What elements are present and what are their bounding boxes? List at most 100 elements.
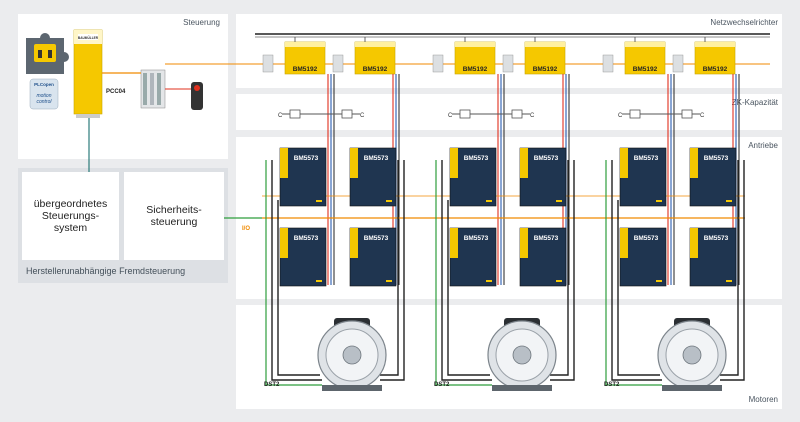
drive-bm5573: BM5573	[519, 147, 567, 207]
inverter-terminal	[432, 54, 444, 73]
inverter-label: BM5192	[363, 66, 388, 73]
drive-label: BM5573	[704, 155, 729, 162]
motor-cable	[720, 160, 745, 381]
drive-led	[556, 200, 562, 202]
inverter-body	[454, 41, 496, 75]
inverter-terminal	[672, 54, 684, 73]
inverter-label: BM5192	[463, 66, 488, 73]
antriebe-title: Antriebe	[748, 141, 778, 150]
inverter-top	[525, 42, 565, 47]
upper-control-line1: übergeordnetes	[33, 198, 108, 210]
drive-label: BM5573	[464, 235, 489, 242]
inverter-bm5192: BM5192	[672, 37, 736, 75]
motor-dst2: DST2	[264, 318, 387, 391]
motor-cable	[380, 160, 405, 381]
motor-cable	[277, 200, 320, 376]
safety-control-line2: steuerung	[150, 216, 198, 228]
drive-label: BM5573	[464, 155, 489, 162]
capacitor-symbol	[459, 109, 471, 119]
drive-yellow-strip	[450, 148, 458, 178]
motor-dst2: DST2	[604, 318, 727, 391]
drive-bm5573: BM5573	[689, 227, 737, 287]
drive-label: BM5573	[534, 235, 559, 242]
io-label: I/O	[242, 226, 250, 232]
motor-cable	[447, 200, 490, 376]
upper-control-line2: Steuerungs-	[41, 210, 100, 222]
drive-led	[656, 200, 662, 202]
motor-cable	[271, 160, 322, 381]
capacitor-symbol	[341, 109, 353, 119]
pcc04-controller: BAUMÜLLER PCC04	[73, 29, 126, 118]
netzwechselrichter-title: Netzwechselrichter	[710, 18, 778, 27]
inverter-label: BM5192	[293, 66, 318, 73]
drive-bm5573: BM5573	[279, 147, 327, 207]
drive-led	[486, 280, 492, 282]
drive-label: BM5573	[294, 235, 319, 242]
drive-bm5573: BM5573	[619, 147, 667, 207]
inverter-body	[624, 41, 666, 75]
motor-cable	[720, 160, 739, 376]
drive-yellow-strip	[280, 148, 288, 178]
safety-control-line1: Sicherheits-	[146, 204, 202, 216]
drive-led	[316, 200, 322, 202]
upper-control-box	[22, 172, 119, 260]
plcopen-badge: PLCopen motion control	[29, 78, 59, 110]
drive-bm5573: BM5573	[449, 227, 497, 287]
inverter-top	[455, 42, 495, 47]
inverter-bm5192: BM5192	[262, 37, 326, 75]
drive-yellow-strip	[350, 148, 358, 178]
capacitor-label: C	[700, 113, 705, 119]
motoren-title: Motoren	[748, 395, 778, 404]
capacitor-label: C	[530, 113, 535, 119]
puzzle-icon	[26, 33, 69, 74]
motor-shaft	[342, 345, 362, 365]
zk-kapazitaet-title: ZK-Kapazität	[731, 98, 778, 107]
capacitor-label: C	[278, 113, 283, 119]
drive-led	[726, 200, 732, 202]
inverter-top	[695, 42, 735, 47]
inverter-bm5192: BM5192	[602, 37, 666, 75]
io-module	[140, 69, 166, 109]
safety-control-text: Sicherheits- steuerung	[124, 204, 224, 228]
drive-label: BM5573	[704, 235, 729, 242]
fremdsteuerung-title: Herstellerunabhängige Fremdsteuerung	[26, 266, 186, 276]
netzwechselrichter-panel	[236, 14, 782, 88]
drive-label: BM5573	[634, 155, 659, 162]
inverter-body	[284, 41, 326, 75]
motor-base	[662, 385, 722, 391]
controller-label: PCC04	[106, 89, 126, 95]
capacitor-label: C	[360, 113, 365, 119]
control-text: control	[36, 99, 52, 105]
inverter-top	[355, 42, 395, 47]
safety-control-box	[124, 172, 224, 260]
drive-led	[726, 280, 732, 282]
inverter-label: BM5192	[703, 66, 728, 73]
motor-shaft	[682, 345, 702, 365]
motor-label: DST2	[264, 382, 280, 388]
encoder-cable	[605, 160, 662, 386]
inverter-body	[354, 41, 396, 75]
motor-dst2: DST2	[434, 318, 557, 391]
inverter-top	[625, 42, 665, 47]
drive-led	[656, 280, 662, 282]
motion-text: motion	[36, 93, 51, 99]
inverter-terminal	[332, 54, 344, 73]
inverter-terminal	[502, 54, 514, 73]
motor-cable	[550, 160, 575, 381]
upper-control-line3: system	[53, 222, 88, 234]
inverter-bm5192: BM5192	[432, 37, 496, 75]
capacitor-symbol	[289, 109, 301, 119]
drive-yellow-strip	[350, 228, 358, 258]
inverter-top	[285, 42, 325, 47]
drive-yellow-strip	[620, 228, 628, 258]
inverter-terminal	[602, 54, 614, 73]
drive-yellow-strip	[520, 228, 528, 258]
capacitor-symbol	[511, 109, 523, 119]
motor-label: DST2	[434, 382, 450, 388]
drive-bm5573: BM5573	[689, 147, 737, 207]
capacitor-symbol	[629, 109, 641, 119]
drive-yellow-strip	[620, 148, 628, 178]
